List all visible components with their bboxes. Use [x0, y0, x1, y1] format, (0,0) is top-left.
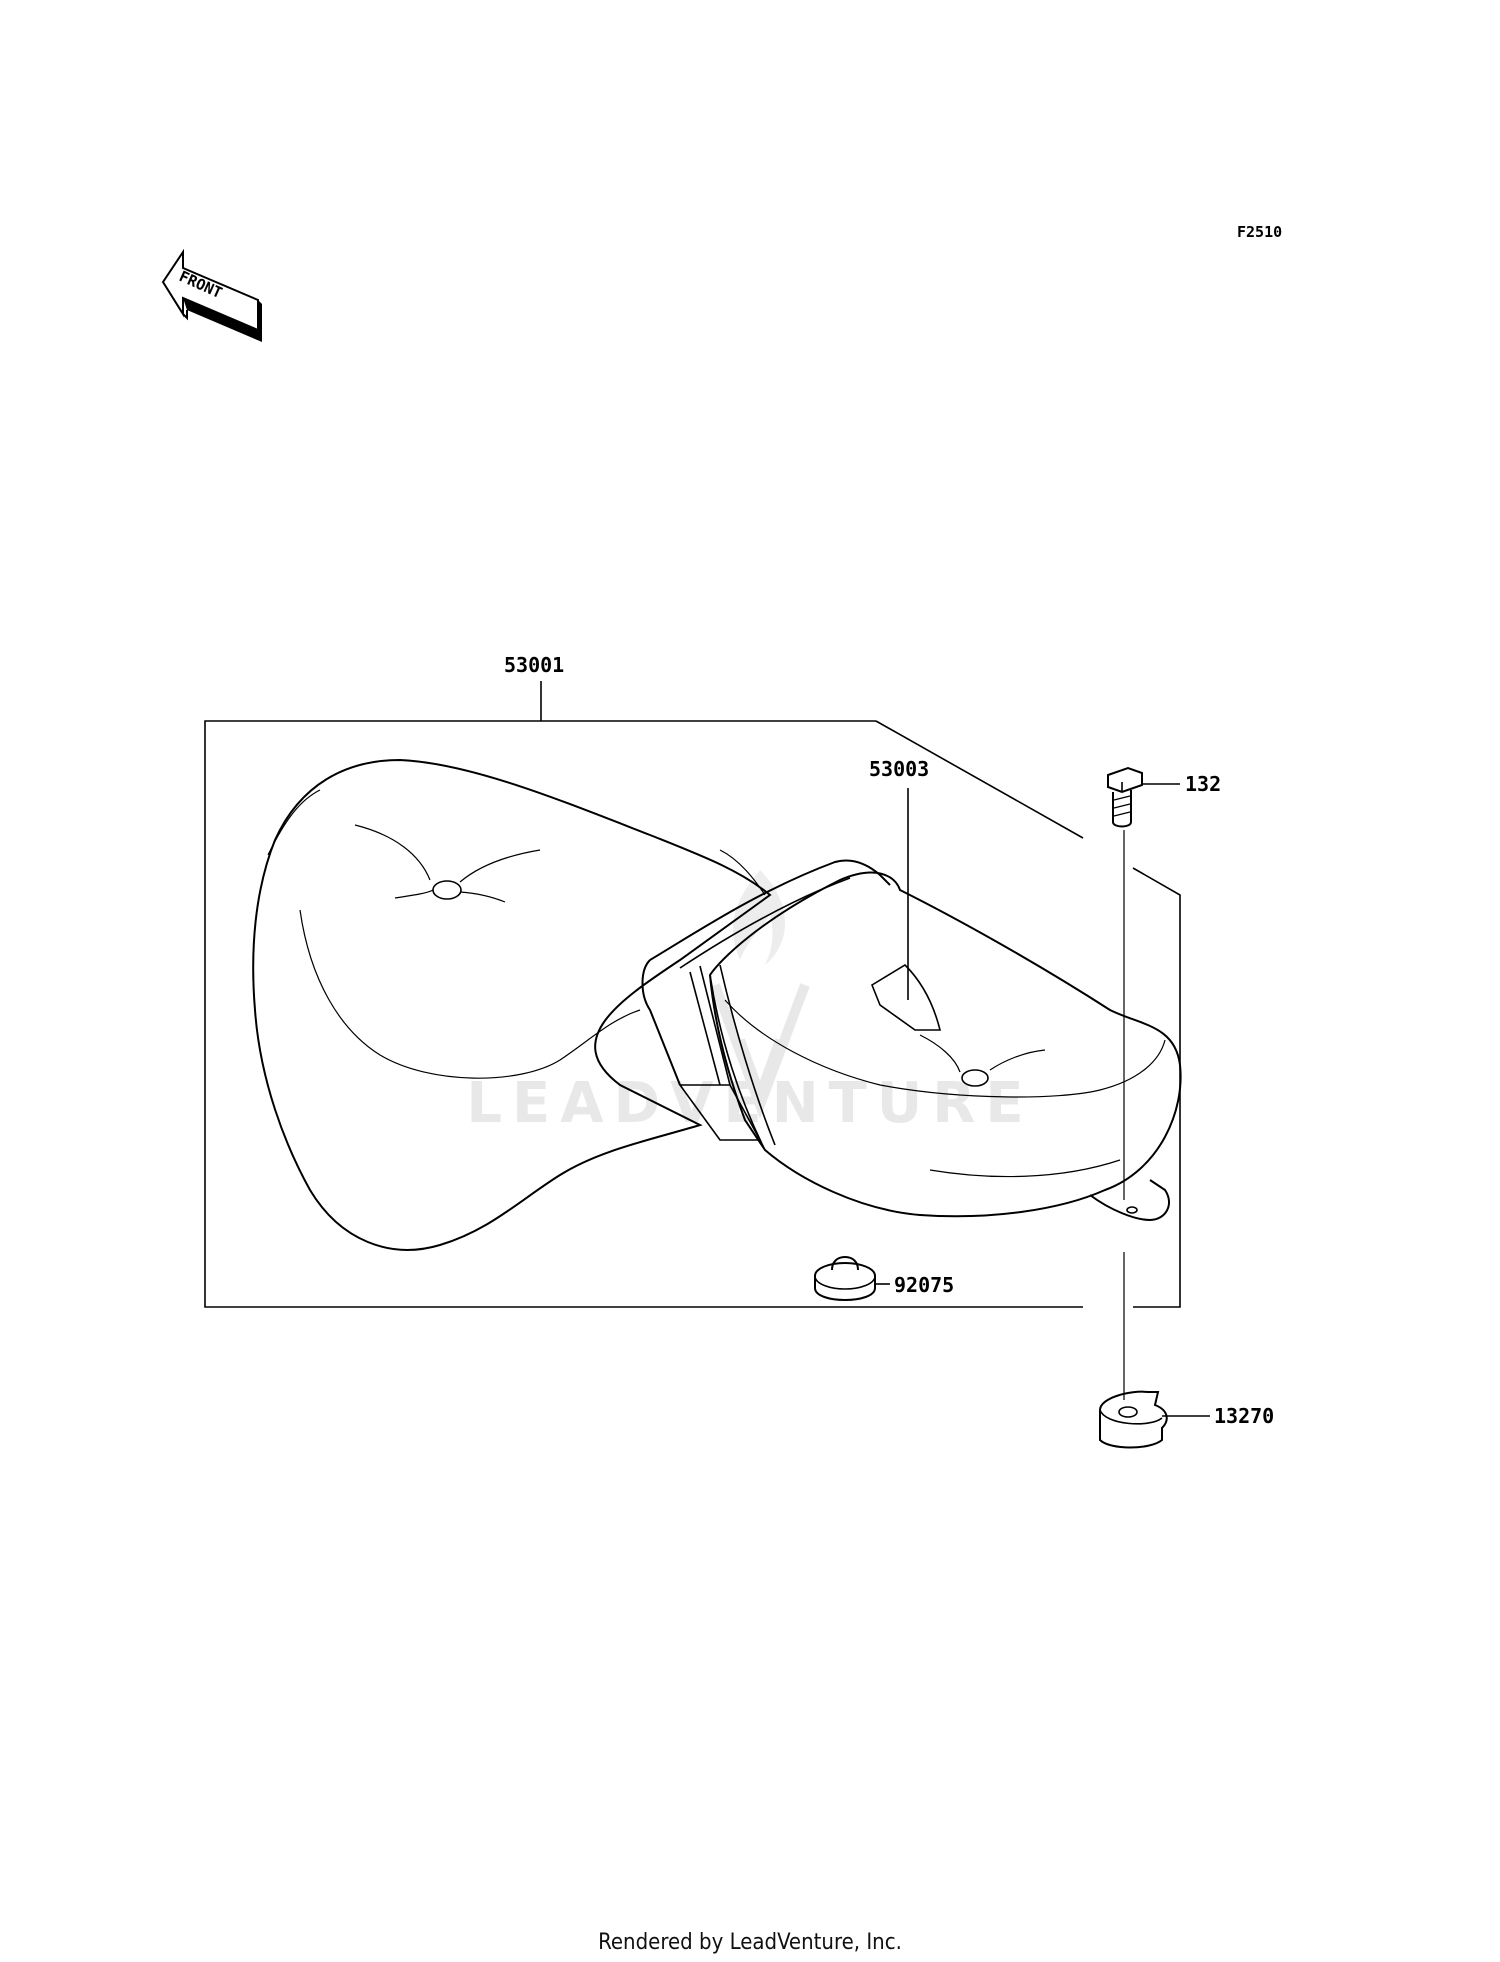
part-label-53003[interactable]: 53003 [869, 757, 929, 781]
render-credit: Rendered by LeadVenture, Inc. [598, 1930, 902, 1955]
front-label: FRONT [176, 267, 225, 302]
bolt-132-illustration [1107, 766, 1143, 828]
watermark: LEADVENTURE [466, 870, 1024, 1136]
assembly-frame [204, 720, 1181, 1308]
part-label-13270[interactable]: 13270 [1214, 1404, 1274, 1428]
dual-seat-illustration [252, 758, 1182, 1251]
part-label-92075[interactable]: 92075 [894, 1273, 954, 1297]
diagram-code: F2510 [1237, 223, 1282, 241]
front-arrow-icon: FRONT [161, 248, 262, 342]
part-label-53001[interactable]: 53001 [504, 653, 564, 677]
part-label-132[interactable]: 132 [1185, 772, 1221, 796]
collar-13270-illustration [1099, 1390, 1168, 1449]
grommet-92075-illustration [814, 1255, 876, 1302]
